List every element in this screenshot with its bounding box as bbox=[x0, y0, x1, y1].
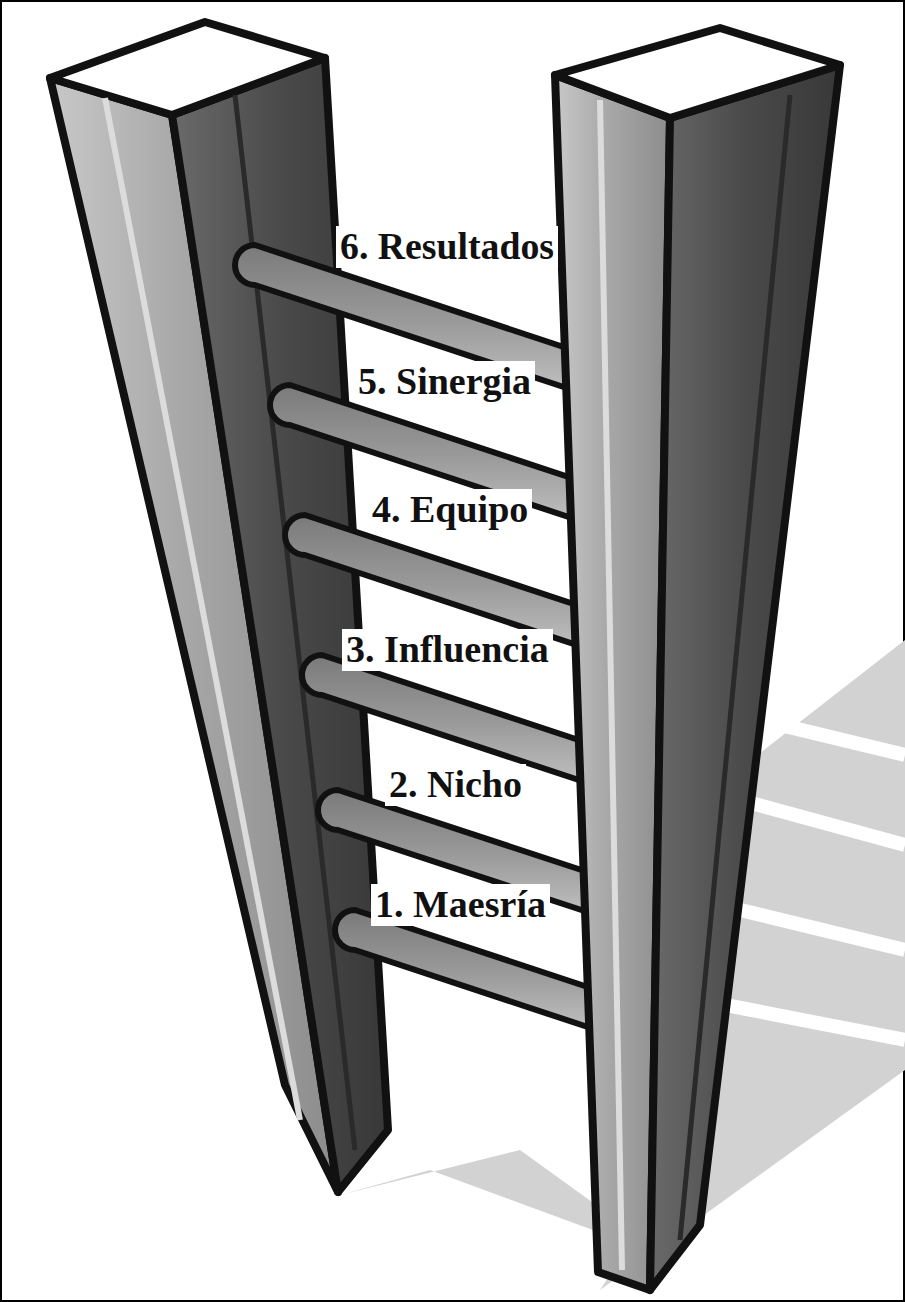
rung-label: 1. Maesría bbox=[371, 884, 550, 926]
rail-sheen bbox=[680, 95, 790, 1240]
rung-label: 4. Equipo bbox=[368, 489, 532, 531]
left-rail bbox=[50, 22, 388, 1192]
rung-label: 3. Influencia bbox=[342, 629, 553, 671]
rail-sheen bbox=[600, 100, 622, 1270]
rungs bbox=[235, 245, 618, 1037]
shadow-gap bbox=[700, 1000, 905, 1040]
rung-label: 2. Nicho bbox=[385, 764, 526, 806]
rung bbox=[335, 910, 618, 1037]
rail-shadow bbox=[340, 1150, 620, 1240]
shadow-gap bbox=[720, 905, 905, 950]
rail-top bbox=[50, 22, 325, 115]
rung-label: 5. Sinergia bbox=[354, 361, 535, 403]
right-rail bbox=[555, 28, 840, 1290]
shadow-gap bbox=[760, 720, 905, 755]
rail-face bbox=[650, 65, 840, 1290]
shadow-gap bbox=[740, 800, 905, 845]
rung-label: 6. Resultados bbox=[336, 226, 558, 268]
